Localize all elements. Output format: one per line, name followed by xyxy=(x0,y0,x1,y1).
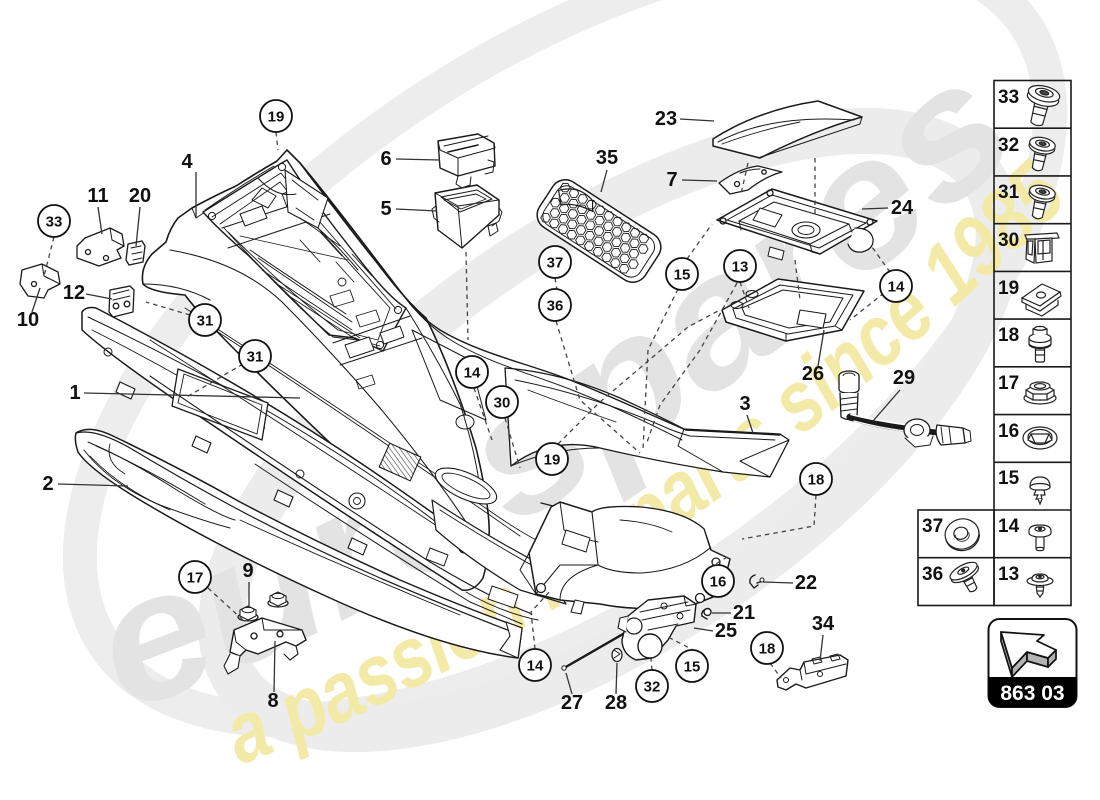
svg-text:1: 1 xyxy=(69,382,80,404)
svg-text:18: 18 xyxy=(808,472,825,489)
svg-text:863 03: 863 03 xyxy=(1000,682,1064,705)
svg-text:14: 14 xyxy=(888,279,905,296)
svg-text:30: 30 xyxy=(494,395,511,412)
svg-text:29: 29 xyxy=(893,367,915,389)
svg-text:9: 9 xyxy=(242,560,253,582)
svg-text:12: 12 xyxy=(63,282,85,304)
svg-text:33: 33 xyxy=(998,87,1019,108)
svg-text:19: 19 xyxy=(544,452,561,469)
svg-text:18: 18 xyxy=(998,325,1019,346)
svg-text:19: 19 xyxy=(998,278,1019,299)
svg-text:33: 33 xyxy=(46,214,63,231)
svg-text:8: 8 xyxy=(267,690,278,712)
svg-text:32: 32 xyxy=(644,679,661,696)
svg-text:28: 28 xyxy=(605,692,627,714)
svg-text:17: 17 xyxy=(187,570,204,587)
svg-text:16: 16 xyxy=(710,574,727,591)
svg-text:15: 15 xyxy=(684,659,701,676)
svg-text:14: 14 xyxy=(464,365,481,382)
svg-text:34: 34 xyxy=(812,613,835,635)
svg-text:18: 18 xyxy=(759,641,776,658)
svg-text:36: 36 xyxy=(922,564,943,585)
svg-text:25: 25 xyxy=(715,620,737,642)
svg-text:17: 17 xyxy=(998,373,1019,394)
svg-text:21: 21 xyxy=(733,602,755,624)
svg-text:26: 26 xyxy=(802,363,824,385)
svg-text:14: 14 xyxy=(527,658,544,675)
svg-text:31: 31 xyxy=(197,313,214,330)
svg-text:23: 23 xyxy=(655,108,677,130)
svg-text:24: 24 xyxy=(891,197,914,219)
svg-text:4: 4 xyxy=(181,151,193,173)
svg-text:37: 37 xyxy=(922,516,943,537)
svg-text:3: 3 xyxy=(739,393,750,415)
svg-text:27: 27 xyxy=(561,692,583,714)
svg-text:6: 6 xyxy=(380,148,391,170)
svg-text:7: 7 xyxy=(666,169,677,191)
svg-text:30: 30 xyxy=(998,230,1019,251)
svg-text:19: 19 xyxy=(268,109,285,126)
svg-text:32: 32 xyxy=(998,135,1019,156)
svg-text:20: 20 xyxy=(129,185,151,207)
svg-text:2: 2 xyxy=(42,473,53,495)
svg-text:10: 10 xyxy=(17,309,39,331)
svg-text:35: 35 xyxy=(596,147,618,169)
svg-text:14: 14 xyxy=(998,516,1020,537)
svg-text:22: 22 xyxy=(795,572,817,594)
svg-text:11: 11 xyxy=(87,185,108,207)
svg-text:37: 37 xyxy=(547,255,564,272)
svg-text:13: 13 xyxy=(732,259,749,276)
svg-text:13: 13 xyxy=(998,564,1019,585)
svg-text:15: 15 xyxy=(998,468,1020,489)
svg-text:15: 15 xyxy=(674,267,691,284)
svg-text:5: 5 xyxy=(380,198,391,220)
svg-text:16: 16 xyxy=(998,421,1019,442)
svg-text:36: 36 xyxy=(547,298,564,315)
svg-text:31: 31 xyxy=(998,182,1020,203)
svg-text:31: 31 xyxy=(247,349,264,366)
